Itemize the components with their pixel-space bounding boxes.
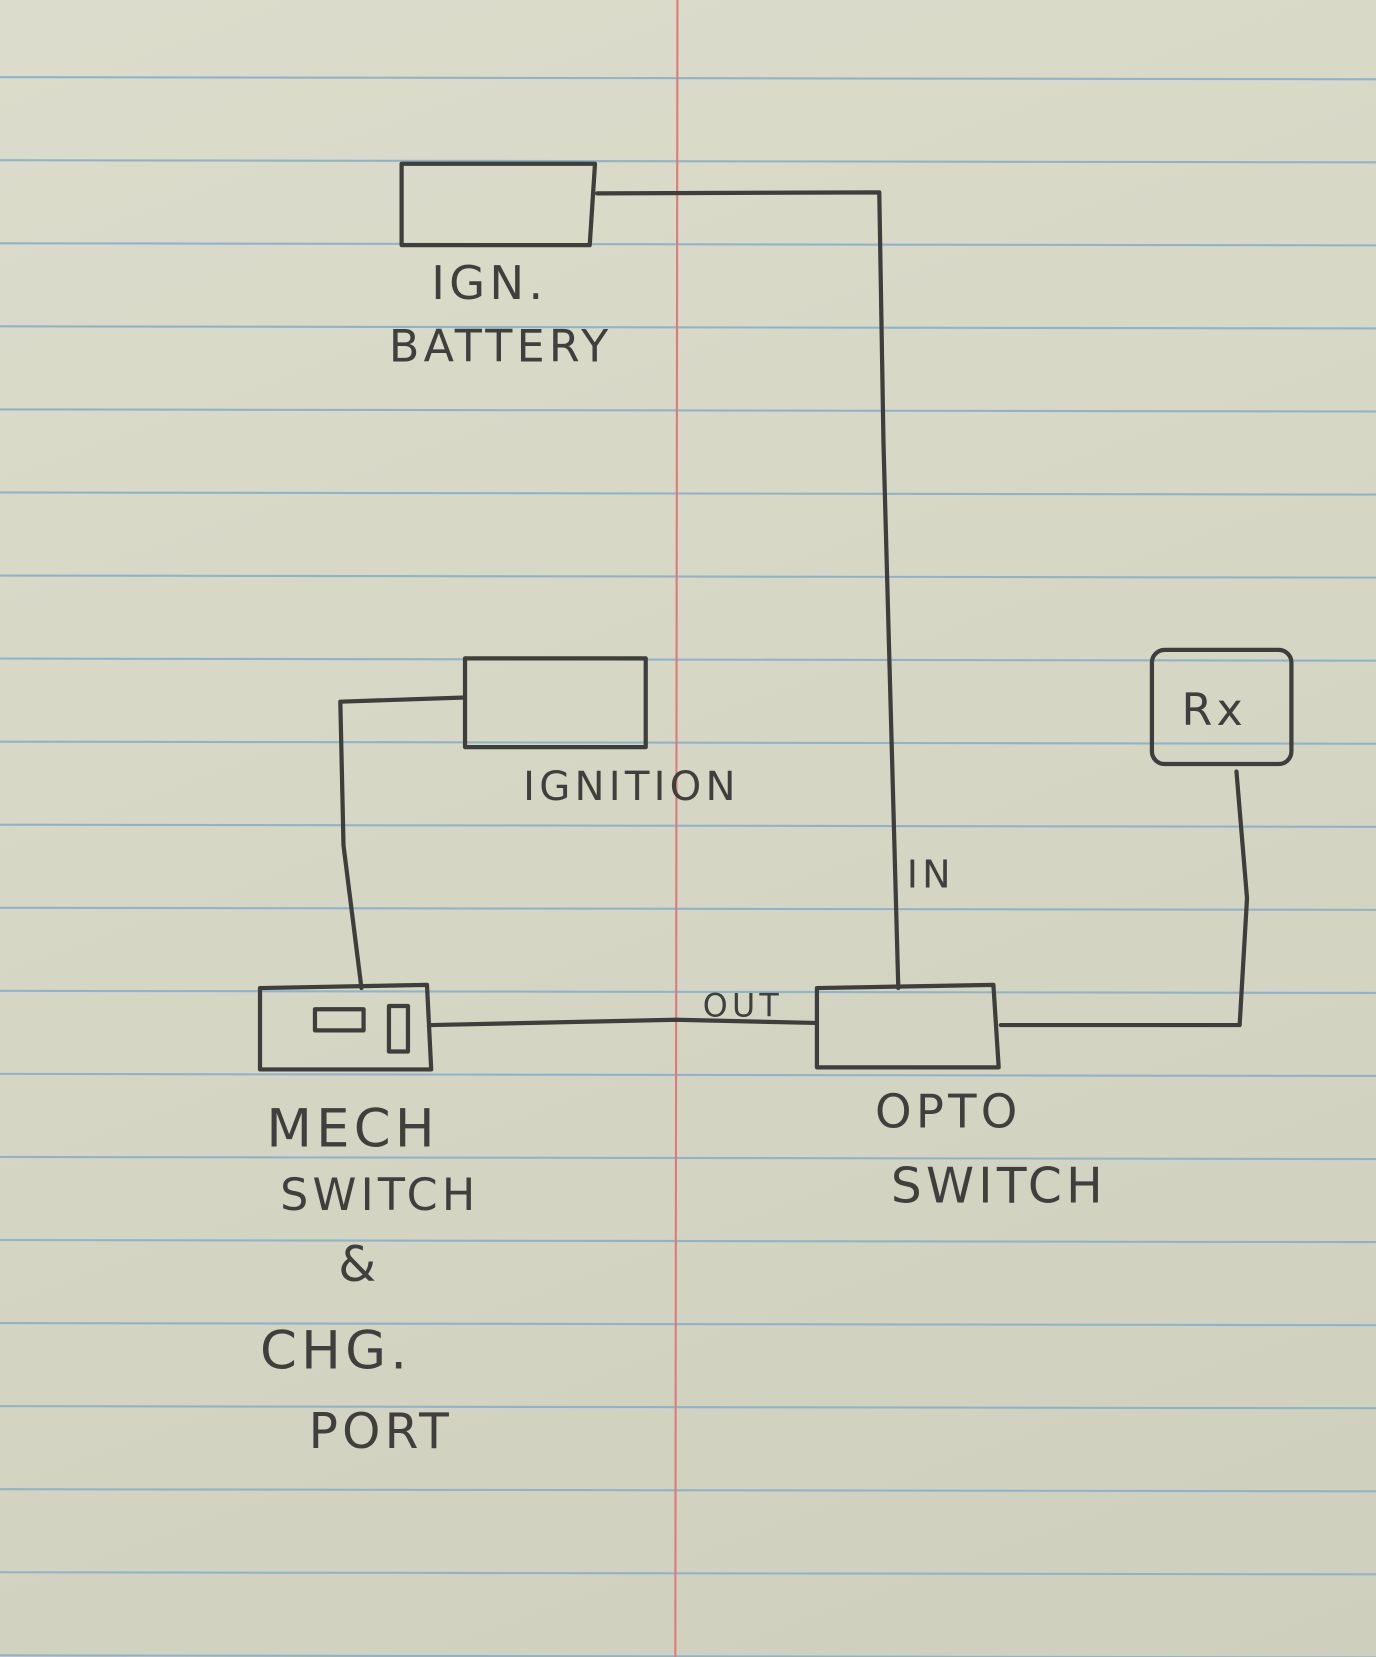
- mech-switch: MECH SWITCH & CHG. PORT: [257, 982, 479, 1460]
- ruled-line: [0, 574, 1376, 579]
- wire-mech-to-opto-out: [429, 1017, 818, 1028]
- charge-port-icon: [386, 1003, 411, 1054]
- ruled-line: [0, 740, 1376, 745]
- ruled-line: [0, 1072, 1376, 1078]
- ruled-line: [0, 159, 1376, 164]
- opto-label-2: SWITCH: [891, 1159, 1107, 1215]
- ignition: IGNITION: [462, 656, 740, 810]
- ruled-line: [0, 325, 1376, 330]
- receiver: Rx: [1149, 647, 1294, 767]
- mech-switch-box: [257, 982, 434, 1072]
- mech-label-3: &: [338, 1237, 380, 1293]
- battery-label-2: BATTERY: [389, 321, 613, 372]
- rx-box: [1149, 647, 1294, 767]
- ruled-line: [0, 1155, 1376, 1161]
- ruled-line: [0, 1238, 1376, 1244]
- margin-line: [674, 0, 679, 1657]
- opto-switch: OPTO SWITCH: [814, 982, 1107, 1215]
- ruled-line: [0, 76, 1376, 81]
- wire-battery-to-opto-in: [595, 190, 901, 991]
- ruled-line: [0, 823, 1376, 828]
- ruled-line: [0, 1322, 1376, 1327]
- in-label: IN: [907, 853, 955, 897]
- mech-label-2: SWITCH: [280, 1170, 479, 1221]
- out-label: OUT: [703, 989, 783, 1025]
- battery-label-1: IGN.: [431, 256, 547, 310]
- ruled-line: [0, 989, 1376, 994]
- mech-label-4: CHG.: [260, 1321, 411, 1382]
- ruled-line: [0, 1405, 1376, 1410]
- wire-rx-to-opto: [998, 769, 1250, 1028]
- ruled-line: [0, 1488, 1376, 1493]
- ruled-line: [0, 906, 1376, 911]
- ignition-label: IGNITION: [523, 764, 740, 810]
- ruled-lines: [0, 76, 1376, 1657]
- rx-label: Rx: [1182, 685, 1248, 736]
- wire-ignition-to-mech: [338, 695, 468, 991]
- ruled-line: [0, 242, 1376, 247]
- mech-label-1: MECH: [266, 1099, 438, 1160]
- opto-switch-box: [814, 982, 1001, 1070]
- ign-battery: IGN. BATTERY: [389, 161, 613, 372]
- opto-label-1: OPTO: [875, 1085, 1022, 1139]
- ruled-line: [0, 657, 1376, 662]
- switch-slot-icon: [312, 1007, 366, 1033]
- ruled-line: [0, 491, 1376, 496]
- ruled-line: [0, 1571, 1376, 1576]
- ruled-line: [0, 1654, 1376, 1657]
- battery-box: [399, 161, 598, 248]
- ruled-line: [0, 408, 1376, 413]
- ignition-box: [462, 656, 648, 750]
- mech-label-5: PORT: [309, 1404, 453, 1460]
